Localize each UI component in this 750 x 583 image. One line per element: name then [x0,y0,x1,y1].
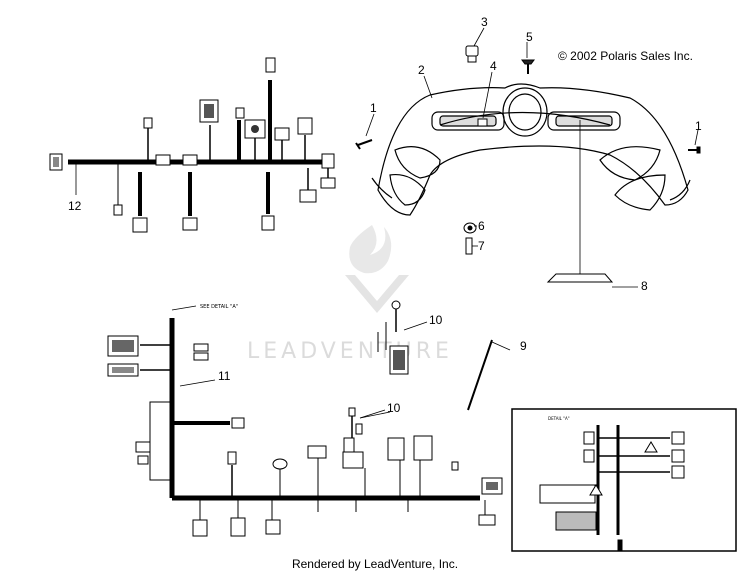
callout-8: 8 [641,279,648,293]
detail-box-title: DETAIL "A" [548,416,570,421]
part-7-screw [465,237,473,255]
part-4-clip [477,118,488,127]
footer-credit: Rendered by LeadVenture, Inc. [291,557,459,571]
copyright-text: © 2002 Polaris Sales Inc. [558,49,693,63]
see-detail-label: SEE DETAIL "A" [200,304,238,310]
callout-11: 11 [218,369,231,383]
part-3-grommet [465,45,479,63]
part-5-push-rivet [521,59,535,74]
main-harness-11 [107,305,503,537]
callout-12: 12 [68,199,82,213]
part-6-nut [463,222,477,234]
callout-2: 2 [418,63,425,77]
callout-numbers: 1 1 2 3 4 5 6 7 8 9 10 10 11 12 [68,15,702,415]
callout-1-left: 1 [370,101,377,115]
callout-1-right: 1 [695,119,702,133]
part-10-lower-harness [342,407,391,469]
dashboard-panel [371,83,691,216]
part-9-rod [467,339,493,411]
part-1-right-bolt [688,146,701,154]
callout-10-bottom: 10 [387,401,401,415]
part-10-upper-harness [377,300,409,375]
callout-4: 4 [490,59,497,73]
callout-5: 5 [526,30,533,44]
callout-3: 3 [481,15,488,29]
callout-6: 6 [478,219,485,233]
detail-a-box [511,408,737,552]
callout-7: 7 [478,239,485,253]
callout-10-top: 10 [429,313,443,327]
callout-9: 9 [520,339,527,353]
harness-12 [49,57,336,233]
part-1-left-bolt [355,139,373,150]
callout-leaders [179,27,699,419]
part-8-trim-lens [546,273,614,283]
watermark-text: LEADVENTURE [247,339,453,364]
watermark: LEADVENTURE [247,225,453,364]
